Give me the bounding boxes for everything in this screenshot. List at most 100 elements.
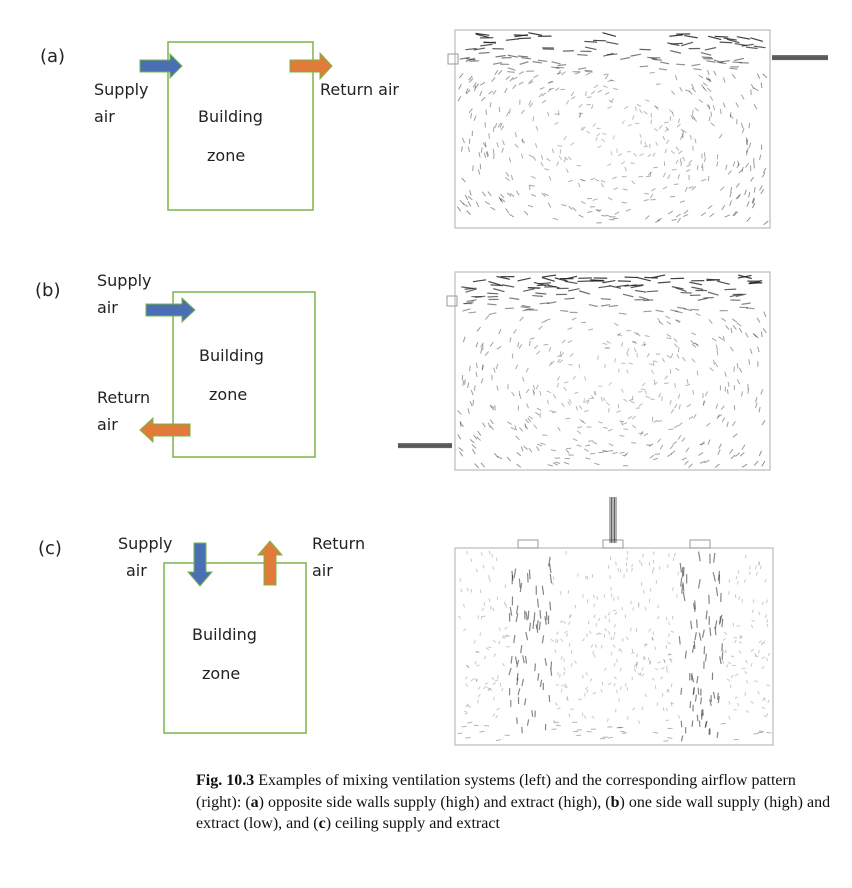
flow-vector <box>484 314 490 320</box>
flow-vector <box>686 379 689 384</box>
flow-vector <box>713 359 715 365</box>
flow-vector <box>602 449 608 452</box>
flow-vector <box>733 366 736 372</box>
flow-vector <box>567 621 571 625</box>
flow-vector <box>717 692 719 700</box>
flow-vector <box>631 707 636 711</box>
flow-vector <box>754 402 758 409</box>
flow-vector <box>716 414 720 420</box>
flow-vector <box>677 306 686 310</box>
flow-vector <box>651 677 656 681</box>
flow-vector <box>639 133 642 138</box>
flow-vector <box>681 437 686 442</box>
flow-vector <box>550 638 554 642</box>
flow-vector <box>507 70 515 73</box>
flow-vector <box>514 132 518 138</box>
flow-vector <box>647 657 650 661</box>
flow-vector <box>612 644 616 648</box>
flow-vector <box>639 560 641 564</box>
flow-vector <box>662 172 666 178</box>
flow-vector <box>620 730 626 733</box>
flow-vector <box>539 390 542 396</box>
flow-vector <box>718 133 723 139</box>
flow-vector <box>502 140 505 146</box>
flow-vector <box>485 647 490 651</box>
flow-vector <box>616 658 618 663</box>
flow-vector <box>469 189 472 196</box>
flow-vector <box>457 434 462 440</box>
flow-vector <box>514 425 518 431</box>
flow-vector <box>568 156 572 161</box>
flow-vector <box>576 164 582 167</box>
flow-vector <box>559 351 562 357</box>
flow-vector <box>745 46 758 50</box>
flow-vector <box>601 138 606 142</box>
flow-vector <box>744 670 748 675</box>
flow-vector <box>718 443 722 449</box>
flow-vector <box>607 196 613 201</box>
flow-vector <box>693 640 696 649</box>
flow-vector <box>607 79 613 82</box>
flow-vector <box>547 88 552 93</box>
flow-vector <box>466 210 471 216</box>
flow-vector <box>623 398 628 402</box>
flow-vector <box>722 336 725 342</box>
flow-vector <box>608 443 614 447</box>
flow-vector <box>744 692 747 696</box>
flow-vector <box>620 421 624 426</box>
flow-vector <box>704 721 707 728</box>
flow-vector <box>595 136 598 141</box>
flow-vector <box>524 655 528 664</box>
flow-vector <box>570 91 575 97</box>
flow-vector <box>529 102 534 108</box>
flow-vector <box>759 185 763 191</box>
flow-vector <box>658 68 667 71</box>
flow-vector <box>563 667 566 671</box>
flow-vector <box>664 375 669 380</box>
flow-vector <box>716 161 719 167</box>
flow-vector <box>596 596 599 600</box>
flow-vector <box>498 196 503 202</box>
flow-vector <box>530 175 536 179</box>
flow-vector <box>507 54 518 58</box>
flow-vector <box>465 288 477 293</box>
flow-vector <box>474 295 486 298</box>
flow-vector <box>727 661 732 665</box>
flow-vector <box>690 115 694 120</box>
flow-vector <box>494 405 496 411</box>
flow-vector <box>555 87 560 92</box>
flow-vector <box>458 447 464 452</box>
flow-vector <box>722 102 726 108</box>
flow-vector <box>752 198 755 205</box>
flow-vector <box>536 350 541 355</box>
flow-vector <box>508 157 512 163</box>
flow-vector <box>592 198 598 201</box>
flow-vector <box>480 348 483 354</box>
flow-vector <box>675 319 681 324</box>
flow-vector <box>589 678 593 682</box>
flow-vector <box>512 84 517 90</box>
flow-vector <box>680 161 683 167</box>
flow-vector <box>733 405 736 411</box>
flow-vector <box>556 72 562 75</box>
flow-vector <box>633 663 637 668</box>
flow-vector <box>515 605 519 615</box>
flow-vector <box>536 443 543 447</box>
flow-vector <box>758 406 761 413</box>
flow-vector <box>670 683 673 688</box>
flow-vector <box>753 187 756 193</box>
flow-vector <box>526 403 529 409</box>
flow-vector <box>662 658 666 663</box>
flow-vector <box>653 419 658 423</box>
flow-vector <box>529 184 535 187</box>
flow-vector <box>603 594 606 598</box>
flow-vector <box>709 213 715 218</box>
flow-vector <box>557 145 563 147</box>
flow-vector <box>636 332 641 337</box>
flow-vector <box>668 428 674 431</box>
panel-label-c: (c) <box>38 538 62 559</box>
flow-vector <box>760 331 763 338</box>
flow-vector <box>527 204 534 208</box>
flow-vector <box>667 653 672 656</box>
flow-vector <box>658 393 662 398</box>
